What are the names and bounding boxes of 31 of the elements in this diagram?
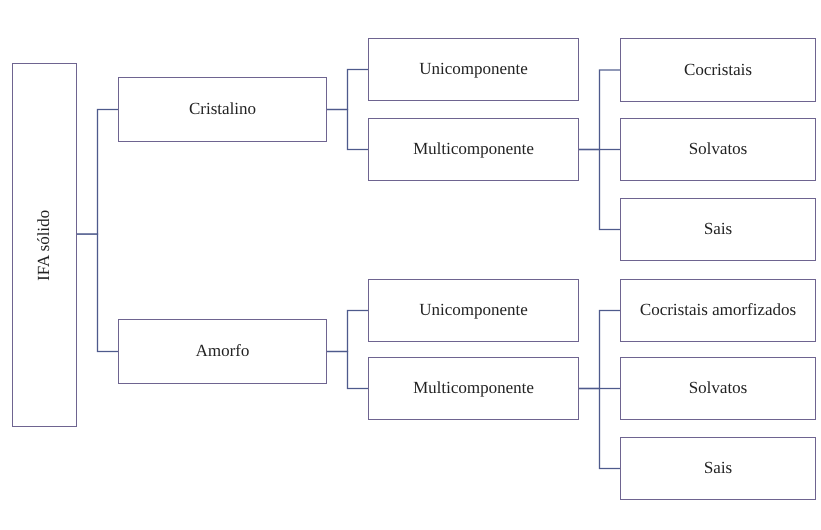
- category-box: [620, 38, 816, 102]
- node-label: Multicomponente: [413, 140, 534, 159]
- connector-line: [327, 350, 368, 390]
- category-box: [118, 77, 327, 142]
- category-box: [620, 437, 816, 500]
- root-box: [12, 63, 77, 427]
- node-label: IFA sólido: [35, 210, 54, 280]
- node-label: Multicomponente: [413, 379, 534, 398]
- category-box: [368, 279, 579, 342]
- connector-line: [77, 233, 118, 352]
- node-label: Unicomponente: [419, 301, 528, 320]
- category-box: [368, 38, 579, 101]
- node-label: Unicomponente: [419, 60, 528, 79]
- category-box: [620, 198, 816, 261]
- node-label: Solvatos: [688, 140, 748, 159]
- category-box: [620, 118, 816, 181]
- connector-line: [327, 108, 368, 150]
- category-box: [118, 319, 327, 384]
- connector-line: [579, 148, 620, 230]
- node-label: Cocristais: [684, 60, 752, 80]
- category-box: [620, 357, 816, 420]
- node-label: Cristalino: [188, 100, 256, 119]
- node-label: Cocristais amorfizados: [640, 301, 796, 320]
- node-label: Sais: [704, 459, 732, 478]
- category-box: [368, 357, 579, 420]
- category-box: [368, 118, 579, 181]
- category-box: [620, 279, 816, 342]
- node-label: Sais: [704, 220, 732, 239]
- node-label: Amorfo: [196, 342, 250, 361]
- node-label: Solvatos: [688, 379, 748, 398]
- connector-line: [579, 388, 620, 470]
